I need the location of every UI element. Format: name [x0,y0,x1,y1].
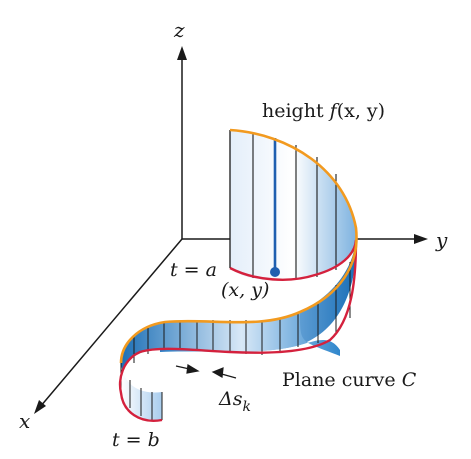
height-args: (x, y) [337,100,385,122]
delta-s-right-arrow-icon [211,367,224,378]
point-xy [270,267,280,277]
t-a-label: t = a [170,259,217,281]
y-axis-arrow-icon [414,234,428,244]
x-axis-arrow-icon [34,400,46,414]
point-label: (x, y) [221,279,269,301]
delta-s-left-arrow-icon [186,364,200,374]
t-b-label: t = b [112,429,160,451]
plane-curve-c [118,239,358,422]
x-axis-label: x [19,409,30,433]
height-label: height f(x, y) [262,100,385,122]
surface-middle-band [160,228,357,352]
x-axis [39,238,183,408]
plane-curve-name: C [402,369,417,391]
height-prefix: height [262,100,330,122]
delta-s-symbol: Δs [218,388,243,410]
middle-rulings [335,262,351,335]
plane-curve-label: Plane curve C [282,369,417,391]
axes [34,46,428,414]
surface-back-panel [230,130,356,281]
delta-s-label: Δsk [218,388,251,415]
height-func: f [328,100,340,122]
delta-s-sub: k [242,399,250,415]
plane-curve-prefix: Plane curve [282,369,402,391]
delta-s-arrows [175,364,237,379]
y-axis-label: y [435,228,448,252]
top-curve [119,128,358,364]
z-axis-label: z [173,18,185,42]
back-rulings [252,133,337,280]
front-rulings [133,302,319,363]
z-axis-arrow-icon [177,46,187,60]
